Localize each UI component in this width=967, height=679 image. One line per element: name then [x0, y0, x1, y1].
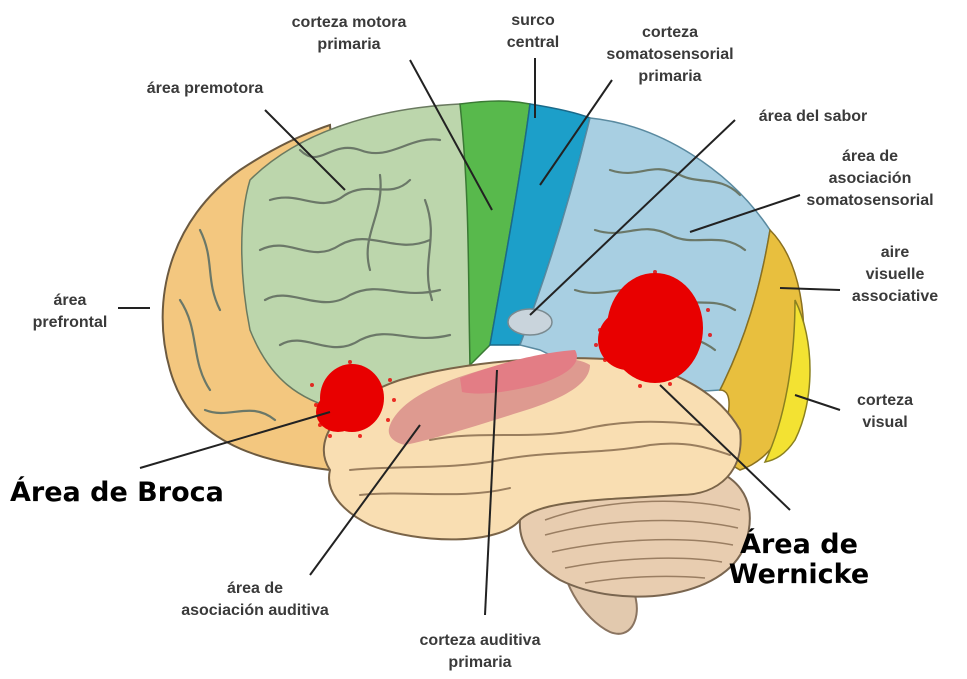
label-area-de-wernicke: Área de Wernicke: [724, 530, 874, 590]
label-line: Área de: [724, 530, 874, 560]
label-line: somatosensorial: [780, 190, 960, 212]
label-corteza-auditiva-primaria: corteza auditiva primaria: [370, 630, 590, 674]
label-line: área premotora: [115, 78, 295, 100]
label-surco-central: surco central: [488, 10, 578, 54]
label-line: corteza motora: [276, 12, 422, 34]
label-area-de-broca: Área de Broca: [10, 478, 230, 508]
label-line: área de: [150, 578, 360, 600]
label-corteza-visual: corteza visual: [835, 390, 935, 434]
label-line: aire: [830, 242, 960, 264]
label-area-asociacion-somatosensorial: área de asociación somatosensorial: [780, 146, 960, 212]
label-line: surco: [488, 10, 578, 32]
label-line: corteza: [580, 22, 760, 44]
label-line: Área de Broca: [10, 478, 230, 508]
label-line: central: [488, 32, 578, 54]
label-line: primaria: [580, 66, 760, 88]
label-line: somatosensorial: [580, 44, 760, 66]
label-area-asociacion-auditiva: área de asociación auditiva: [150, 578, 360, 622]
label-line: corteza: [835, 390, 935, 412]
label-line: primaria: [370, 652, 590, 674]
label-area-prefrontal: área prefrontal: [10, 290, 130, 334]
taste-area: [508, 309, 552, 335]
label-line: área: [10, 290, 130, 312]
label-corteza-motora-primaria: corteza motora primaria: [276, 12, 422, 56]
label-line: Wernicke: [724, 560, 874, 590]
label-line: área del sabor: [728, 106, 898, 128]
label-line: visuelle: [830, 264, 960, 286]
label-line: associative: [830, 286, 960, 308]
label-line: prefrontal: [10, 312, 130, 334]
label-line: asociación: [780, 168, 960, 190]
label-line: corteza auditiva: [370, 630, 590, 652]
label-area-premotora: área premotora: [115, 78, 295, 100]
label-line: asociación auditiva: [150, 600, 360, 622]
label-aire-visuelle-associative: aire visuelle associative: [830, 242, 960, 308]
label-line: visual: [835, 412, 935, 434]
label-corteza-somatosensorial-primaria: corteza somatosensorial primaria: [580, 22, 760, 88]
label-line: primaria: [276, 34, 422, 56]
label-line: área de: [780, 146, 960, 168]
label-area-del-sabor: área del sabor: [728, 106, 898, 128]
